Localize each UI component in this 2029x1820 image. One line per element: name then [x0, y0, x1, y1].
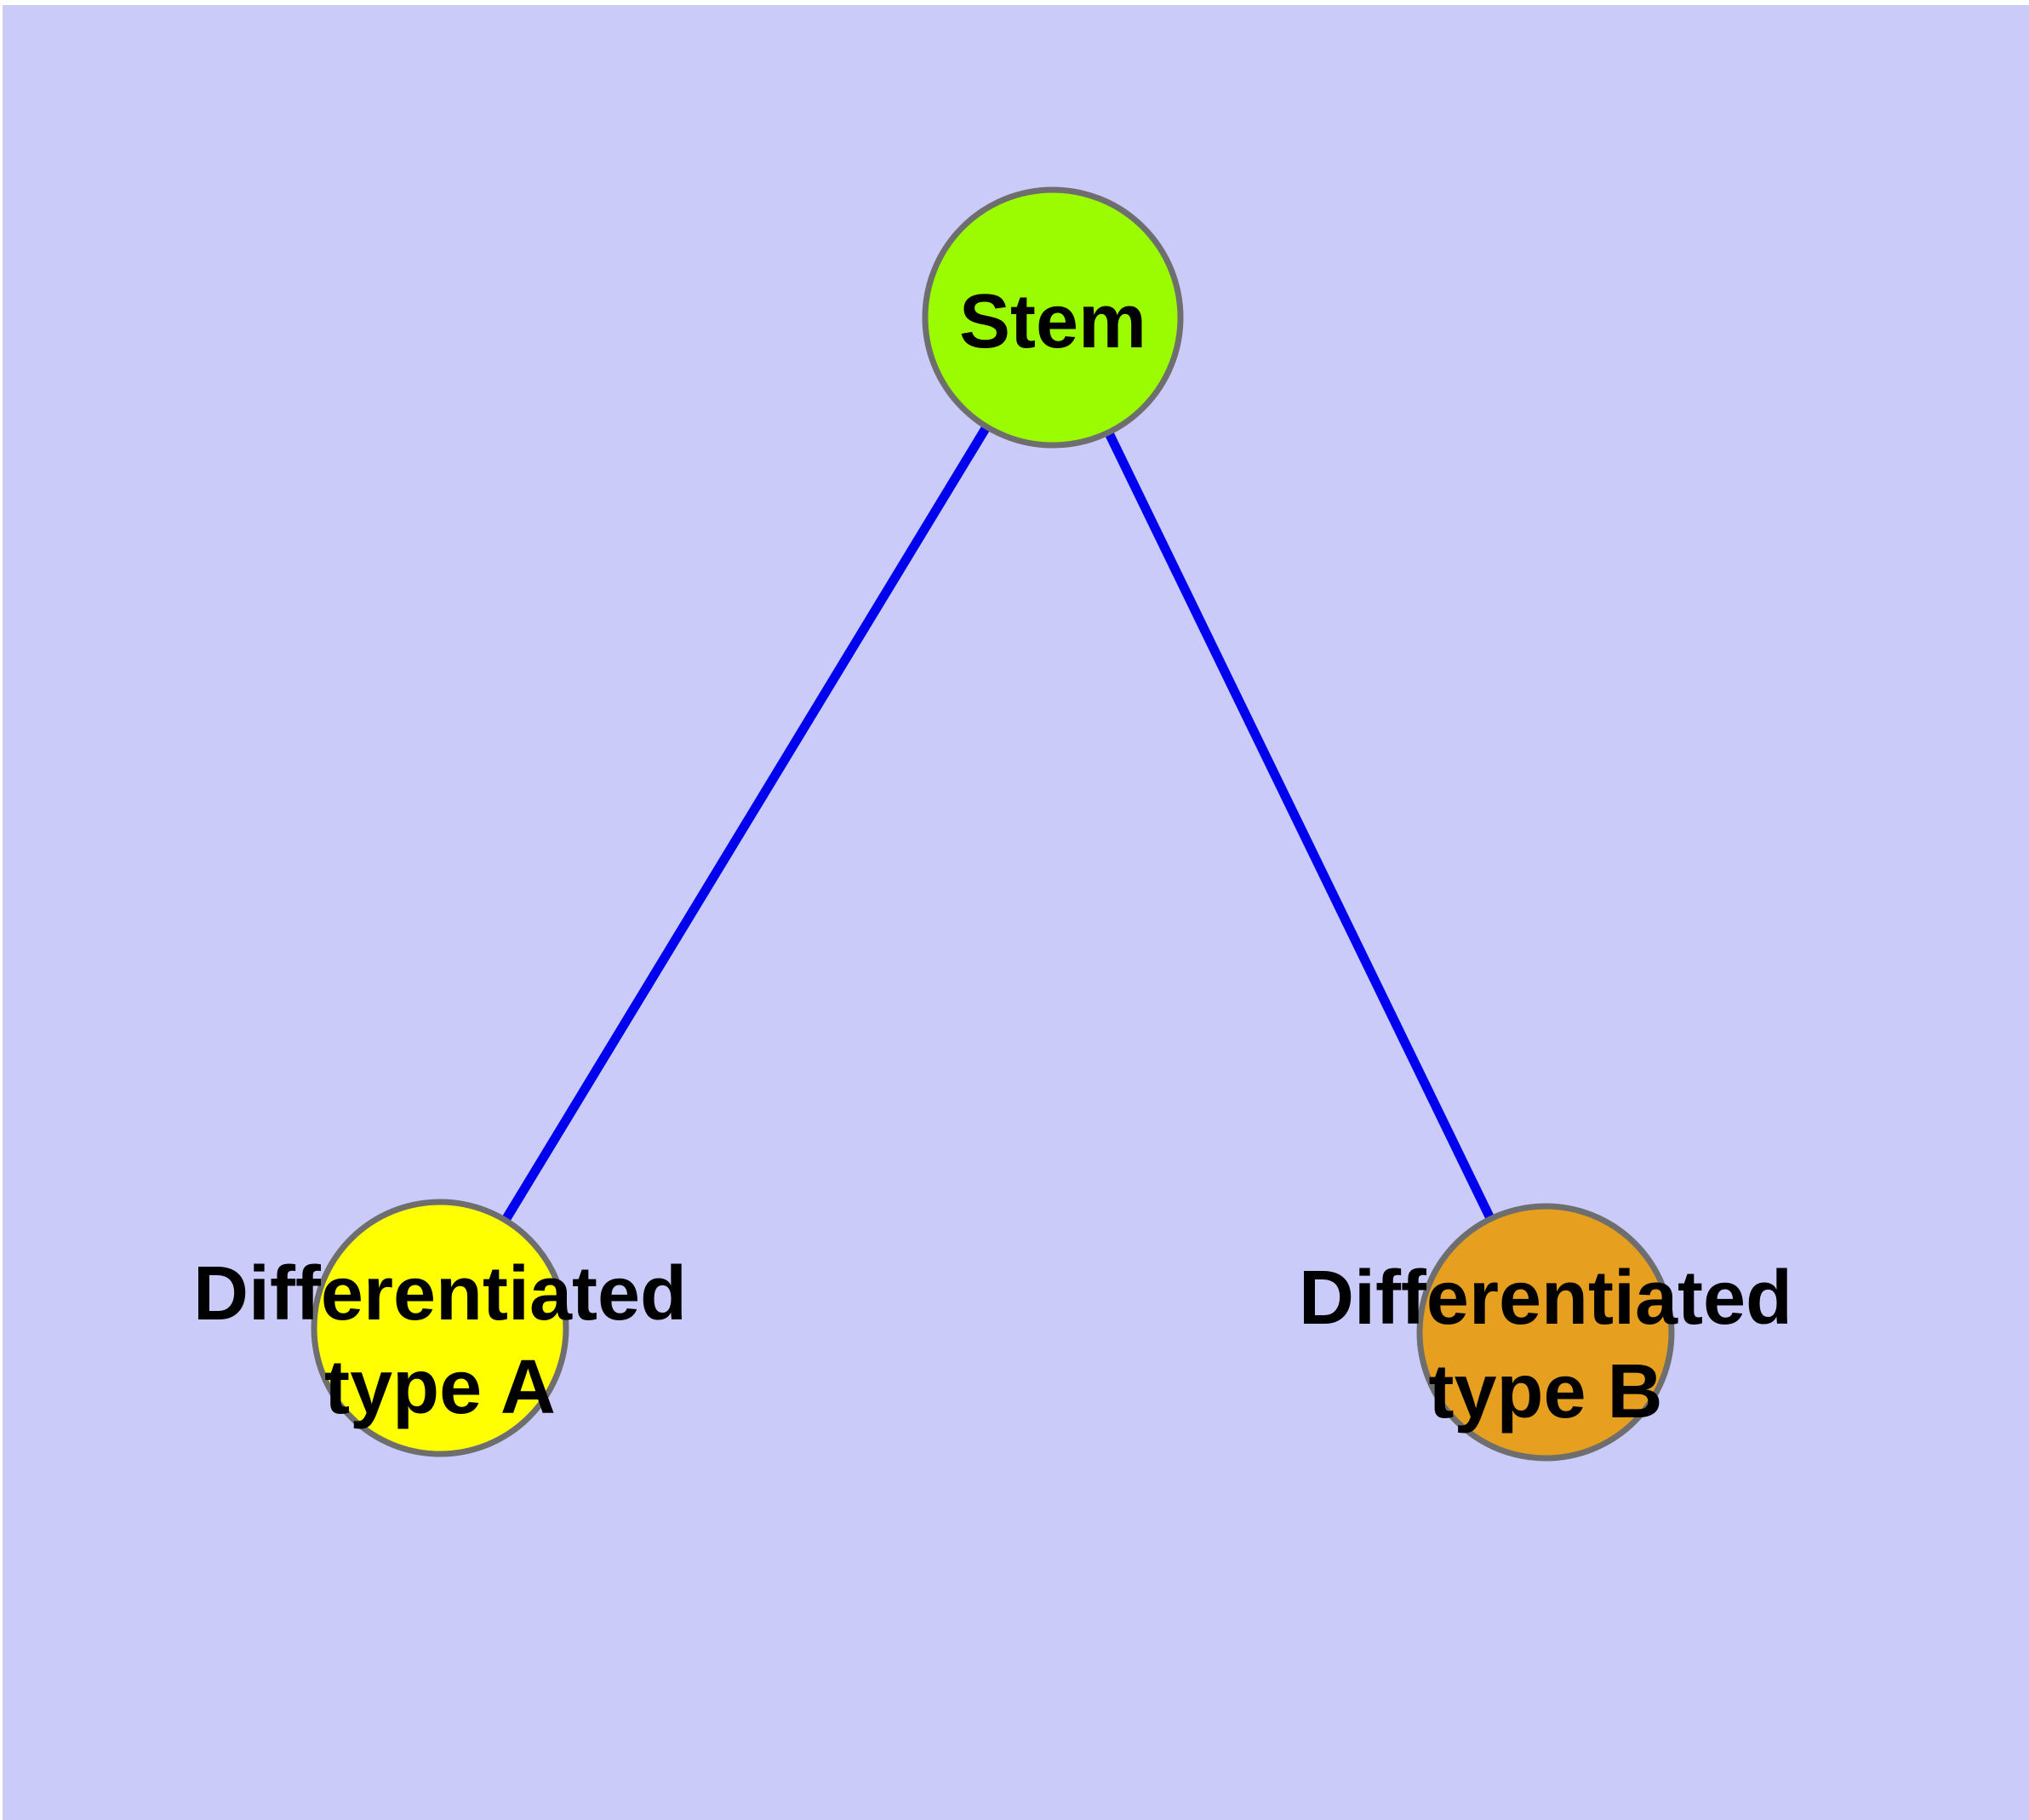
node-type-b-label-line1: Differentiated	[1299, 1256, 1792, 1341]
node-type-a-label-line1: Differentiated	[193, 1251, 687, 1336]
node-type-b-circle[interactable]	[1416, 1203, 1675, 1462]
node-stem-circle[interactable]	[922, 186, 1184, 449]
node-stem-label: Stem	[959, 279, 1146, 364]
node-type-b-label-line2: type B	[1428, 1349, 1662, 1434]
node-type-a-circle[interactable]	[311, 1199, 569, 1457]
edge-stem-to-type-a	[435, 312, 1058, 1333]
node-type-a-label-line2: type A	[324, 1345, 556, 1430]
edge-stem-to-type-b	[1048, 312, 1551, 1337]
